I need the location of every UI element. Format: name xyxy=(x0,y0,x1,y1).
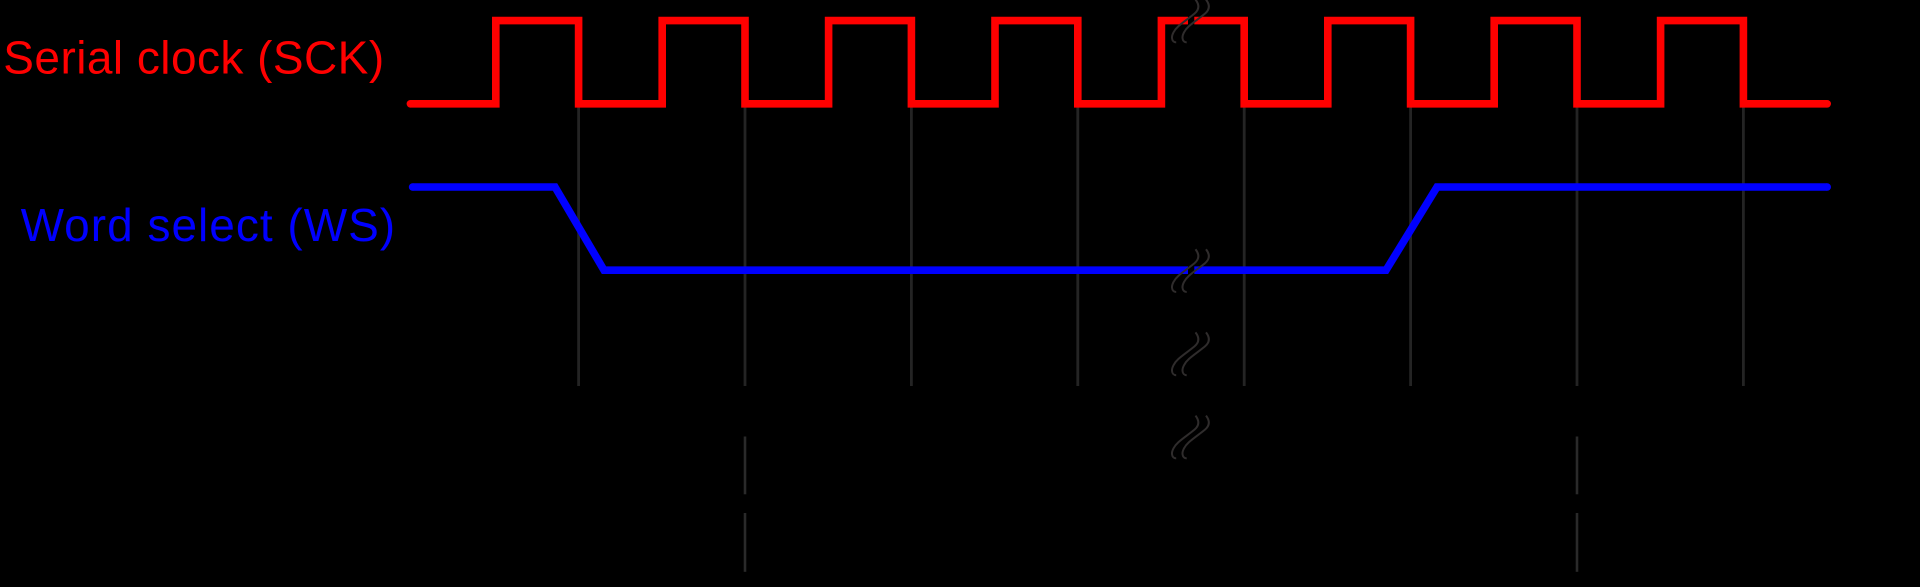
svg-text:Word select (WS): Word select (WS) xyxy=(21,199,397,251)
svg-text:Serial clock (SCK): Serial clock (SCK) xyxy=(3,32,384,84)
